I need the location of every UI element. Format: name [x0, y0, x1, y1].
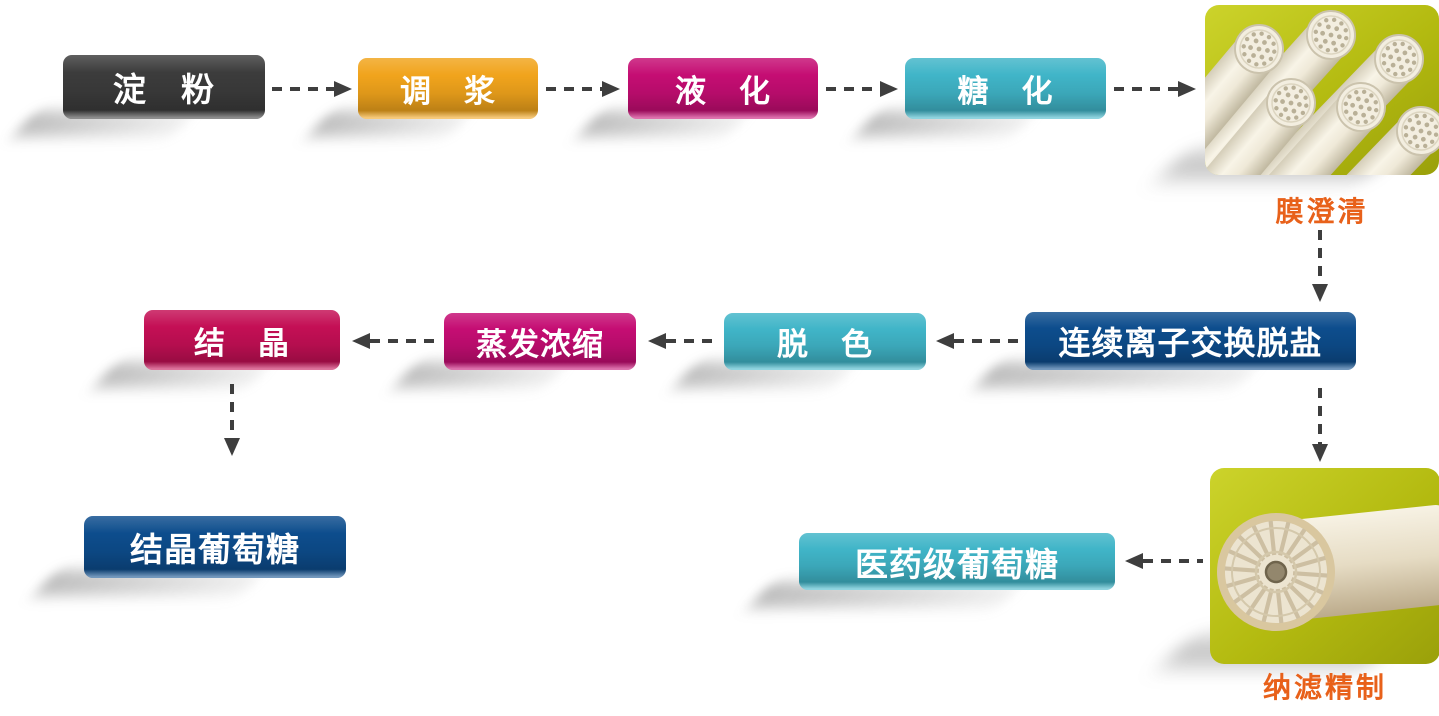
caption-membrane-clarification: 膜澄清 [1275, 195, 1369, 228]
flow-box-ion-exchange: 连续离子交换脱盐 [1025, 312, 1356, 370]
flow-box-liquefaction-label: 液 化 [675, 74, 771, 110]
flow-box-crystallization-label: 结 晶 [194, 325, 290, 362]
flow-box-pharma-grade-glucose: 医药级葡萄糖 [799, 533, 1115, 590]
dashed-arrow-membrane-to-ion-exchange-icon [1312, 230, 1328, 302]
flow-box-starch: 淀 粉 [63, 55, 265, 119]
flow-box-starch-label: 淀 粉 [113, 70, 215, 109]
dashed-arrow-decolorization-to-evaporation-icon [648, 333, 718, 349]
caption-nanofiltration-refining: 纳滤精制 [1262, 671, 1387, 704]
flow-box-saccharification-label: 糖 化 [957, 74, 1054, 110]
dashed-arrow-saccharification-to-membrane-icon [1114, 81, 1196, 97]
ceramic-membrane-tubes-photo [1205, 5, 1439, 175]
dashed-arrow-liquefaction-to-saccharification-icon [826, 81, 898, 97]
dashed-arrow-crystallization-to-crystalline-glucose-icon [224, 384, 240, 456]
flow-box-decolorization: 脱 色 [724, 313, 926, 370]
flow-box-crystalline-glucose: 结晶葡萄糖 [84, 516, 346, 578]
flow-box-crystalline-glucose-label: 结晶葡萄糖 [130, 530, 300, 569]
spiral-wound-membrane-photo [1210, 468, 1439, 664]
flow-box-evaporation: 蒸发浓缩 [444, 313, 636, 370]
flow-box-slurry-label: 调 浆 [400, 74, 496, 110]
flow-box-ion-exchange-label: 连续离子交换脱盐 [1058, 324, 1323, 362]
flow-box-liquefaction: 液 化 [628, 58, 818, 119]
dashed-arrow-starch-to-slurry-icon [272, 81, 352, 97]
flow-box-evaporation-label: 蒸发浓缩 [476, 327, 604, 363]
flow-box-saccharification: 糖 化 [905, 58, 1106, 119]
dashed-arrow-nanofiltration-to-pharma-glucose-icon [1125, 553, 1203, 569]
dashed-arrow-evaporation-to-crystallization-icon [352, 333, 436, 349]
flow-box-pharma-grade-glucose-label: 医药级葡萄糖 [855, 544, 1059, 584]
dashed-arrow-slurry-to-liquefaction-icon [546, 81, 620, 97]
flow-box-crystallization: 结 晶 [144, 310, 340, 370]
flow-box-decolorization-label: 脱 色 [777, 327, 873, 363]
dashed-arrow-ion-exchange-to-decolorization-icon [936, 333, 1018, 349]
flow-box-slurry: 调 浆 [358, 58, 538, 119]
dashed-arrow-ion-exchange-to-nanofiltration-icon [1312, 388, 1328, 462]
